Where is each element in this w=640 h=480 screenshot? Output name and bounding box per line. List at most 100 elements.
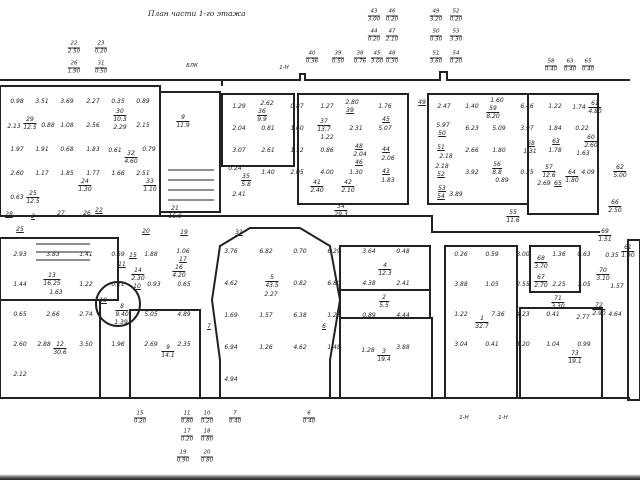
dimension-label: 2.77 bbox=[576, 314, 590, 321]
fraction-area: 2.10 bbox=[385, 36, 399, 42]
wall-stair-block bbox=[159, 91, 221, 213]
fraction-number: 48 bbox=[385, 51, 399, 58]
fraction-number: 23 bbox=[94, 41, 108, 48]
fraction-area: 3.20 bbox=[429, 16, 443, 22]
dimension-label: 1.91 bbox=[35, 146, 49, 153]
small-room-number: 22 bbox=[95, 207, 103, 214]
dimension-label: 1.22 bbox=[320, 134, 334, 141]
small-room-number: 46 bbox=[355, 159, 363, 166]
dimension-label: 3.51 bbox=[35, 98, 49, 105]
dimension-label: 1.60 bbox=[490, 97, 504, 104]
fraction-number: 43 bbox=[367, 9, 381, 16]
room-number: 34 bbox=[334, 204, 348, 211]
dimension-label: 1.60 bbox=[290, 125, 304, 132]
dimension-label: 1.26 bbox=[259, 344, 273, 351]
fraction-number: 49 bbox=[429, 9, 443, 16]
room-number: 66 bbox=[608, 200, 622, 207]
dimension-label: 1.63 bbox=[49, 289, 63, 296]
wall-rooms-67-70 bbox=[529, 245, 581, 293]
dimension-label: 6.80 bbox=[327, 280, 341, 287]
dimension-label: 3.69 bbox=[60, 98, 74, 105]
dimension-label: 0.89 bbox=[136, 98, 150, 105]
dimension-label: 6.46 bbox=[520, 103, 534, 110]
dimension-label: 0.41 bbox=[485, 341, 499, 348]
fraction-area: 0.20 bbox=[94, 48, 108, 54]
room-number: 60 bbox=[584, 135, 598, 142]
fraction-number: 26 bbox=[67, 61, 81, 68]
dimension-label: 1.69 bbox=[224, 312, 238, 319]
fraction-area: 0.50 bbox=[331, 58, 345, 64]
fraction-area: 0.36 bbox=[305, 58, 319, 64]
room-area: 3.70 bbox=[534, 263, 548, 270]
room-number: 24 bbox=[78, 179, 92, 186]
dimension-label: 2.69 bbox=[144, 341, 158, 348]
fraction-area: 0.20 bbox=[133, 418, 147, 424]
room-area: 3.10 bbox=[596, 275, 610, 282]
dimension-label: 0.48 bbox=[396, 248, 410, 255]
dimension-label: 2.15 bbox=[136, 122, 150, 129]
fraction-number: 22 bbox=[67, 41, 81, 48]
wall-room-37 bbox=[297, 93, 409, 205]
dimension-label: 1.17 bbox=[35, 170, 49, 177]
small-room-number: 49 bbox=[418, 99, 426, 106]
wall-hall-5 bbox=[210, 227, 342, 399]
fraction-number: 50 bbox=[429, 29, 443, 36]
dimension-label: 3.83 bbox=[46, 251, 60, 258]
room-area: 1.51 bbox=[598, 236, 612, 243]
dimension-label: 2.04 bbox=[232, 125, 246, 132]
dimension-label: 1.83 bbox=[86, 146, 100, 153]
dimension-label: 3.88 bbox=[454, 281, 468, 288]
dimension-label: 1.63 bbox=[576, 150, 590, 157]
room-area: 2.10 bbox=[341, 187, 355, 194]
fraction-area: 0.50 bbox=[94, 68, 108, 74]
room-area: 29.3 bbox=[334, 211, 348, 218]
dimension-label: 0.89 bbox=[495, 177, 509, 184]
dimension-label: 4.00 bbox=[320, 169, 334, 176]
room-area: 13.7 bbox=[317, 126, 331, 133]
room-number: 16 bbox=[172, 265, 186, 272]
fraction-area: 0.40 bbox=[302, 418, 316, 424]
fraction-area: 0.80 bbox=[200, 436, 214, 442]
room-number: 37 bbox=[317, 119, 331, 126]
small-room-number: 10 bbox=[133, 283, 141, 290]
fraction-number: 65 bbox=[581, 59, 595, 66]
dimension-label: 4.38 bbox=[362, 280, 376, 287]
dimension-label: 1.88 bbox=[144, 251, 158, 258]
dimension-label: 4.89 bbox=[177, 311, 191, 318]
axis-mark: 1-Н bbox=[498, 415, 508, 421]
fraction-area: 0.40 bbox=[228, 418, 242, 424]
dimension-label: 1.76 bbox=[378, 103, 392, 110]
dimension-label: 2.13 bbox=[7, 123, 21, 130]
fraction-number: 17 bbox=[180, 429, 194, 436]
room-number: 61 bbox=[621, 245, 635, 252]
small-room-number: 39 bbox=[346, 107, 354, 114]
dimension-label: 3.97 bbox=[520, 125, 534, 132]
room-area: 14.1 bbox=[161, 352, 175, 359]
small-room-number: 17 bbox=[179, 256, 187, 263]
room-number: 3 bbox=[377, 349, 391, 356]
dimension-label: 6.23 bbox=[465, 125, 479, 132]
room-area: 9.9 bbox=[257, 116, 267, 123]
fraction-number: 39 bbox=[331, 51, 345, 58]
fraction-area: 0.20 bbox=[449, 58, 463, 64]
room-area: 4.60 bbox=[124, 158, 138, 165]
fraction-area: 1.90 bbox=[67, 68, 81, 74]
dimension-label: 1.22 bbox=[454, 311, 468, 318]
room-area: 30.6 bbox=[53, 349, 67, 356]
small-room-number: 65 bbox=[554, 180, 562, 187]
room-number: 32 bbox=[124, 151, 138, 158]
dimension-label: 2.41 bbox=[232, 191, 246, 198]
fraction-area: 3.00 bbox=[367, 16, 381, 22]
